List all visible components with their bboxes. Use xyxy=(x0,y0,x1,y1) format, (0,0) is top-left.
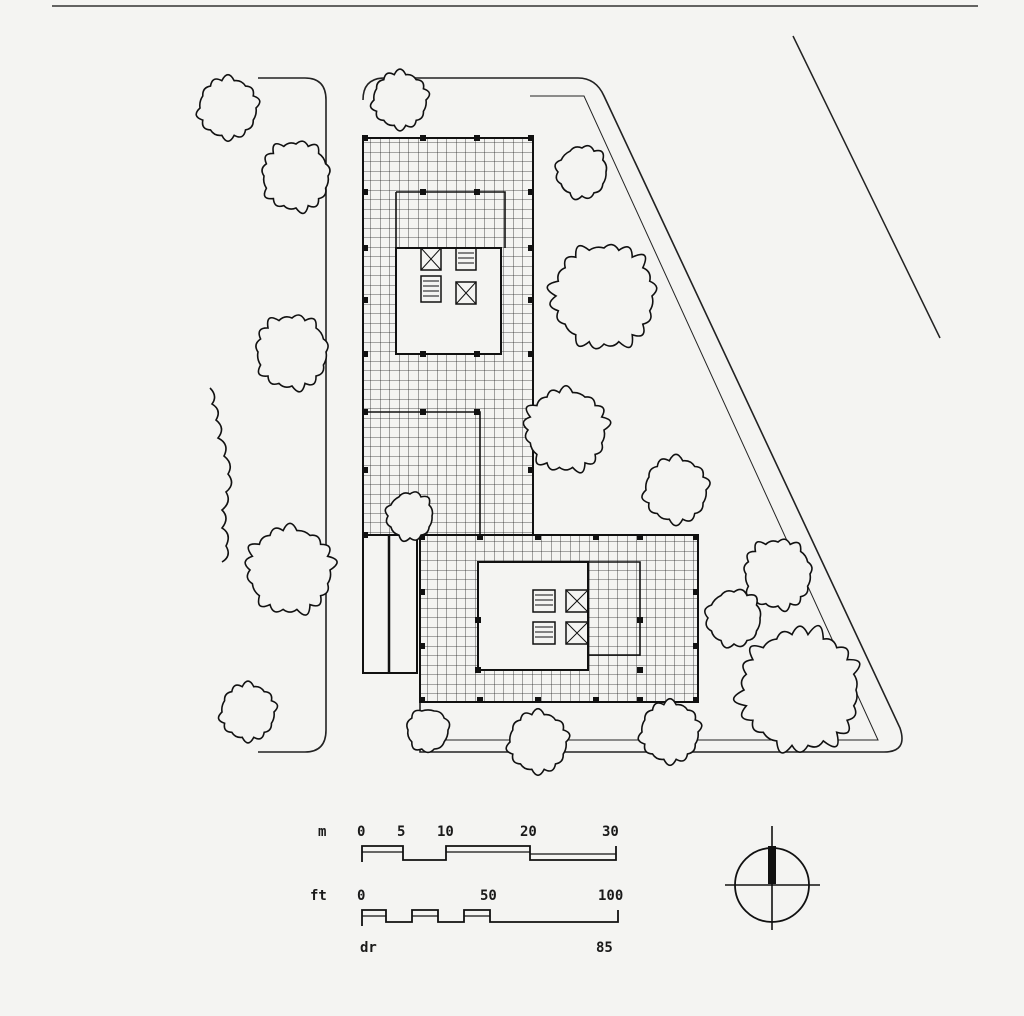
tree-icon xyxy=(522,384,612,474)
column-marker xyxy=(420,189,426,195)
column-marker xyxy=(362,297,368,303)
street-edge-line xyxy=(792,35,941,339)
tower-two-stair-b xyxy=(532,621,556,645)
site-boundary xyxy=(362,77,903,753)
hedge-line xyxy=(209,387,233,563)
column-marker xyxy=(475,617,481,623)
local-end-value: 85 xyxy=(596,940,613,956)
column-marker xyxy=(528,245,534,251)
tree-icon xyxy=(244,522,338,616)
column-marker xyxy=(420,135,426,141)
tree-icon xyxy=(261,140,331,215)
metric-scale-bar: m 0 5 10 20 30 xyxy=(318,824,619,862)
column-marker xyxy=(474,189,480,195)
tree-icon xyxy=(406,709,451,754)
tree-icon xyxy=(546,243,658,350)
imperial-unit-label: ft xyxy=(310,888,327,904)
column-marker xyxy=(693,697,699,703)
column-marker xyxy=(474,351,480,357)
column-marker xyxy=(477,697,483,703)
metric-tick-20: 20 xyxy=(520,824,537,840)
tree-icon xyxy=(732,624,861,754)
column-marker xyxy=(528,297,534,303)
tower-two-elevator xyxy=(565,589,589,613)
column-marker xyxy=(637,697,643,703)
column-marker xyxy=(419,697,425,703)
column-marker xyxy=(637,617,643,623)
column-marker xyxy=(693,643,699,649)
column-marker xyxy=(419,643,425,649)
column-marker xyxy=(475,667,481,673)
tower-one-stair xyxy=(420,275,442,303)
tree-icon xyxy=(255,314,329,393)
tree-icon xyxy=(743,538,813,613)
column-marker xyxy=(693,589,699,595)
column-marker xyxy=(362,467,368,473)
imperial-tick-50: 50 xyxy=(480,888,497,904)
imperial-scale-bar: ft 0 50 100 xyxy=(310,888,623,926)
metric-tick-10: 10 xyxy=(437,824,454,840)
tower-one-elevator xyxy=(420,247,442,271)
column-marker xyxy=(593,697,599,703)
trees-group xyxy=(195,68,861,777)
tower-one-core xyxy=(395,247,502,355)
imperial-tick-0: 0 xyxy=(357,888,365,904)
tower-two-core xyxy=(477,561,589,671)
metric-tick-0: 0 xyxy=(357,824,365,840)
column-marker xyxy=(693,534,699,540)
column-marker xyxy=(474,135,480,141)
column-marker xyxy=(637,534,643,540)
local-unit-label: dr xyxy=(360,940,377,956)
metric-tick-30: 30 xyxy=(602,824,619,840)
tower-one-elevator-c xyxy=(455,281,477,305)
column-marker xyxy=(362,532,368,538)
column-marker xyxy=(528,135,534,141)
column-marker xyxy=(419,589,425,595)
column-marker xyxy=(637,667,643,673)
tree-icon xyxy=(505,707,571,777)
tower-two-stair xyxy=(532,589,556,613)
tower-one-elevator-b xyxy=(455,247,477,271)
tree-icon xyxy=(217,680,279,744)
column-marker xyxy=(362,135,368,141)
tree-icon xyxy=(641,453,711,527)
tower-two-elevator-b xyxy=(565,621,589,645)
tree-icon xyxy=(369,68,431,132)
local-scale-label: dr 85 xyxy=(360,940,613,956)
metric-unit-label: m xyxy=(318,824,326,840)
column-marker xyxy=(420,351,426,357)
column-marker xyxy=(362,189,368,195)
column-marker xyxy=(419,534,425,540)
column-marker xyxy=(420,409,426,415)
column-marker xyxy=(362,245,368,251)
column-marker xyxy=(477,534,483,540)
tree-icon xyxy=(195,73,261,143)
column-marker xyxy=(535,534,541,540)
west-walkway-outline xyxy=(258,77,327,753)
structural-columns xyxy=(362,135,699,703)
imperial-tick-100: 100 xyxy=(598,888,623,904)
tree-icon xyxy=(384,491,434,543)
metric-tick-5: 5 xyxy=(397,824,405,840)
column-marker xyxy=(362,409,368,415)
column-marker xyxy=(528,351,534,357)
column-marker xyxy=(474,409,480,415)
tree-icon xyxy=(637,697,703,767)
column-marker xyxy=(362,351,368,357)
column-marker xyxy=(593,534,599,540)
tree-icon xyxy=(554,144,608,201)
north-arrow-icon xyxy=(725,826,820,930)
column-marker xyxy=(528,189,534,195)
column-marker xyxy=(528,467,534,473)
tree-icon xyxy=(704,588,762,649)
column-marker xyxy=(535,697,541,703)
